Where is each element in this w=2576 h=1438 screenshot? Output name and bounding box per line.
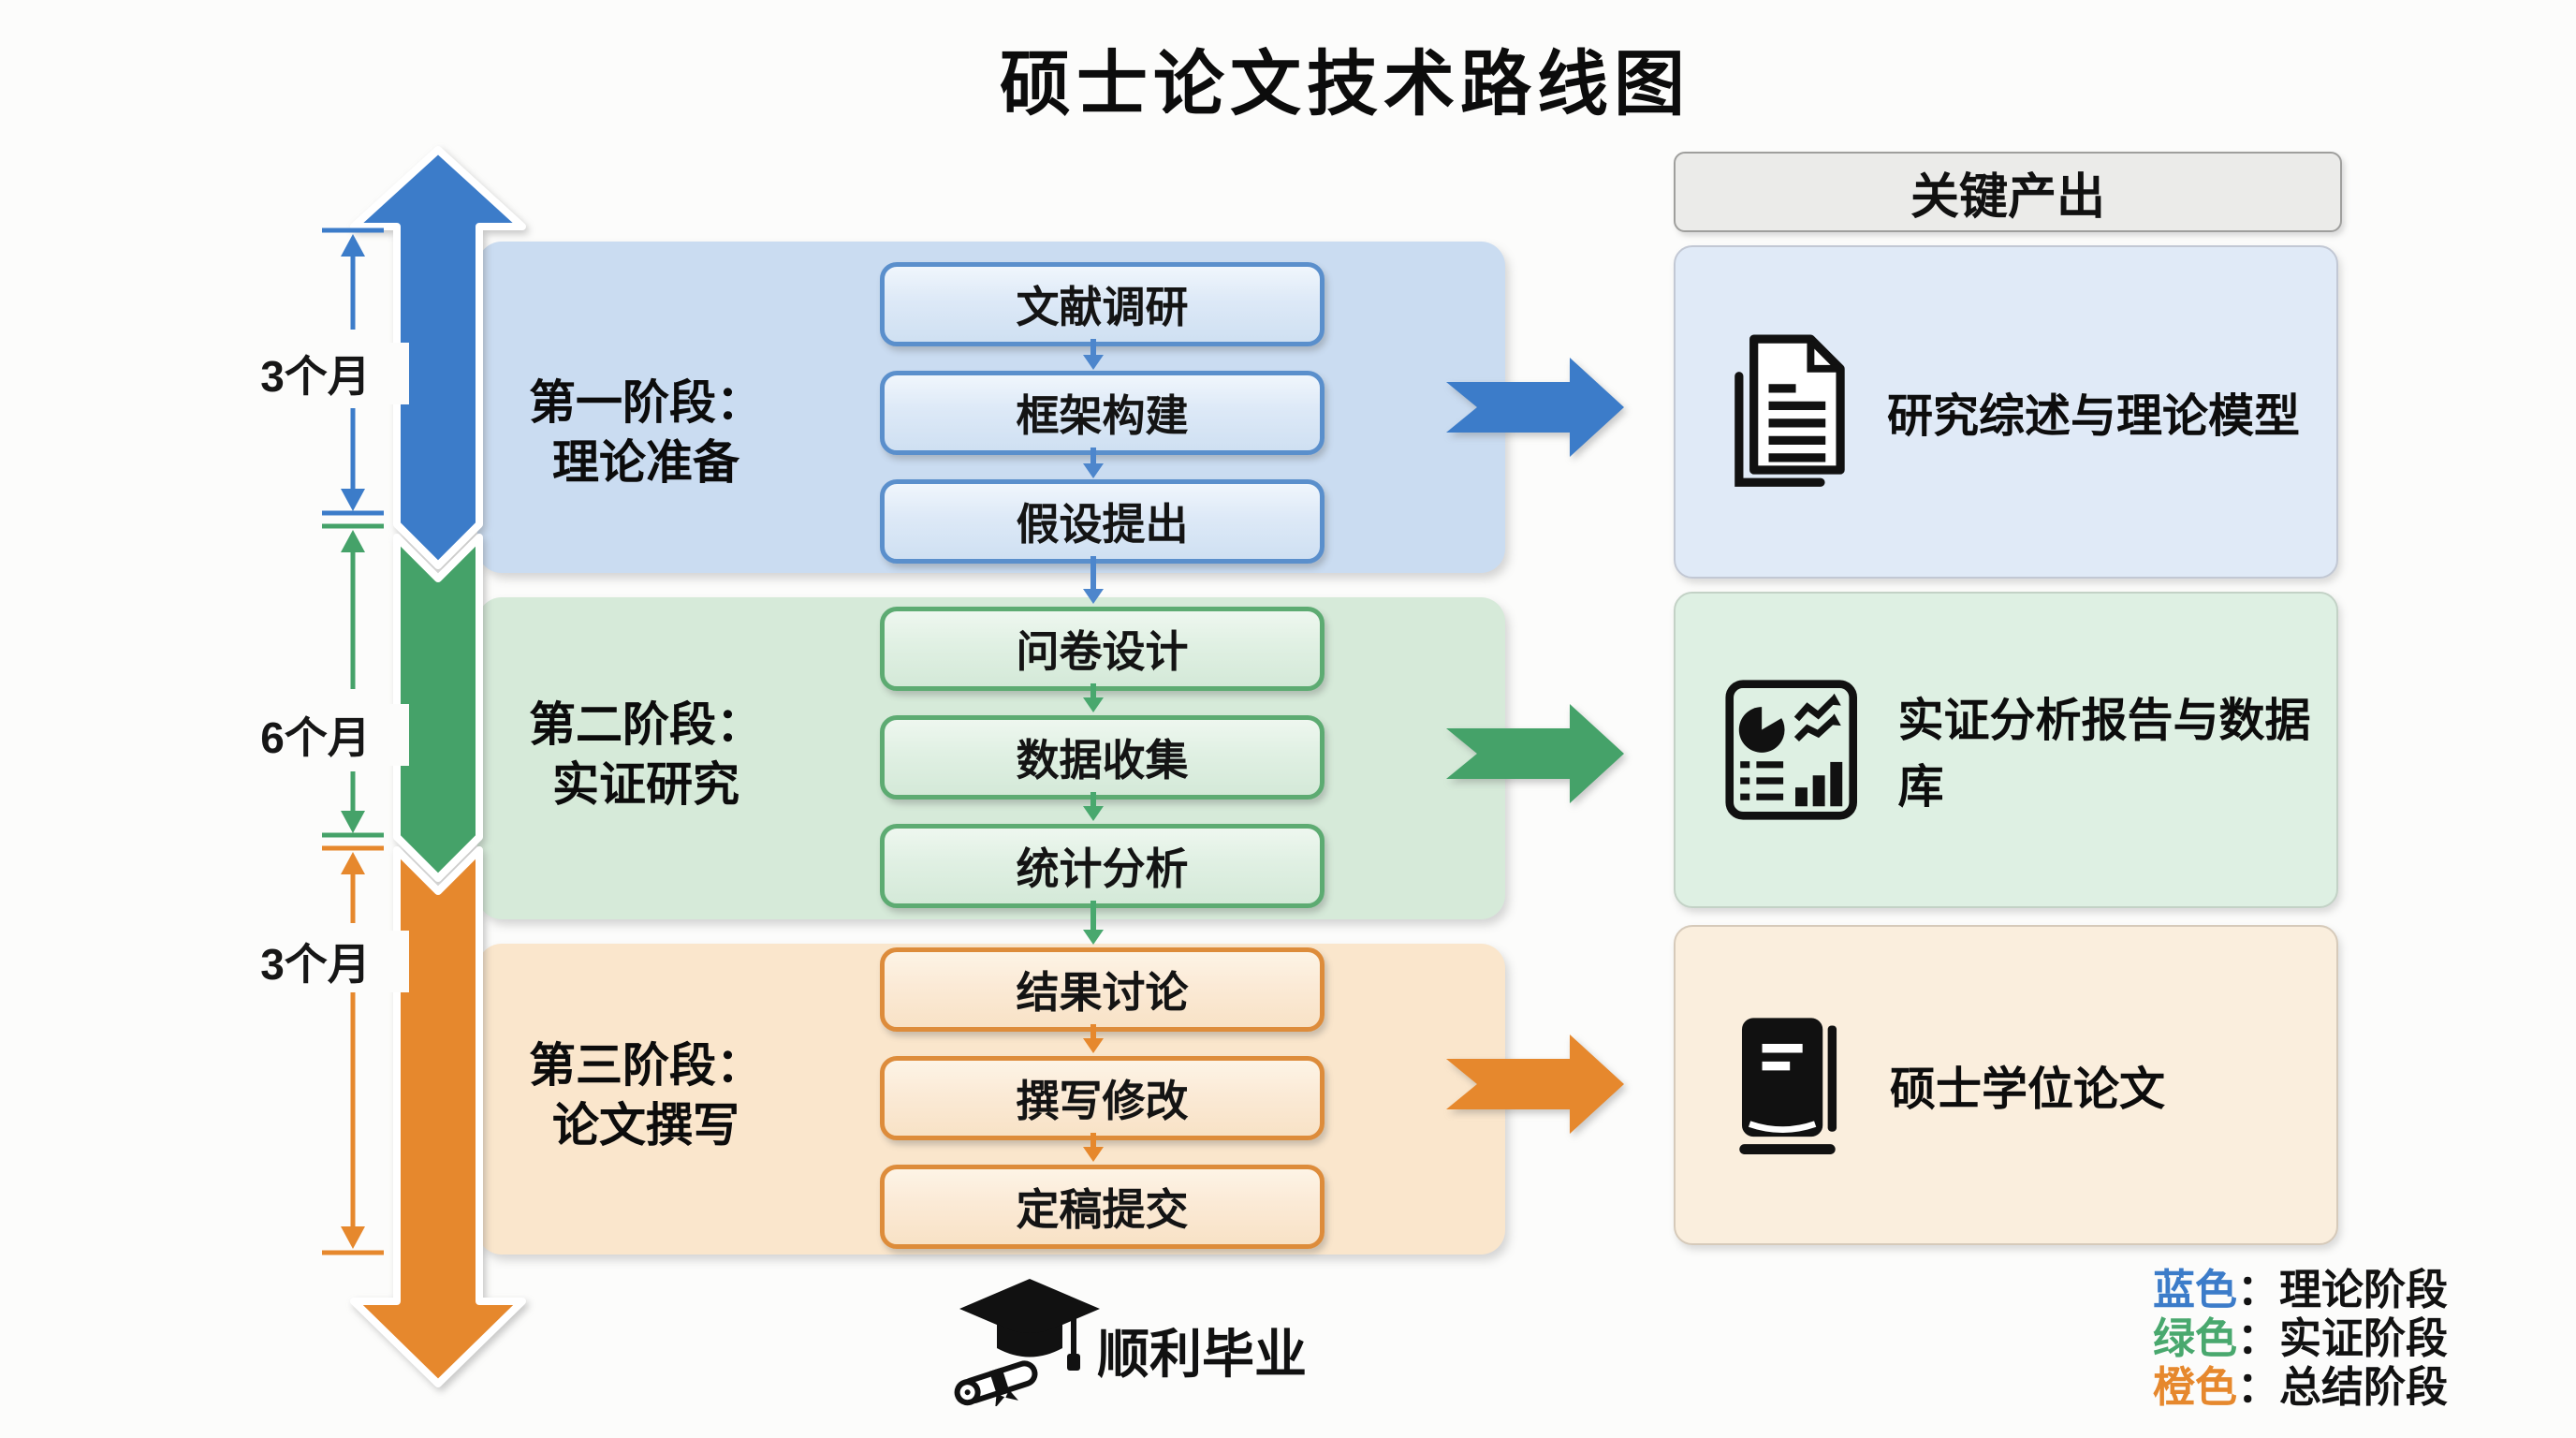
flow-arrow-down-icon (1083, 1024, 1104, 1053)
step-pill: 数据收集 (880, 715, 1325, 800)
output-card-theory: 研究综述与理论模型 (1674, 245, 2338, 579)
step-pill: 问卷设计 (880, 607, 1325, 691)
step-pill: 文献调研 (880, 262, 1325, 346)
flow-arrow-down-icon (1083, 792, 1104, 821)
phase-title-1: 第一阶段： 理论准备 (487, 373, 805, 492)
legend-desc: 实证阶段 (2279, 1314, 2449, 1362)
analytics-report-icon (1725, 680, 1858, 820)
outputs-header: 关键产出 (1674, 152, 2342, 232)
flow-arrow-down-icon (1083, 339, 1104, 370)
phase-title-1-line2: 理论准备 (552, 436, 739, 489)
legend-term: 绿色 (2153, 1314, 2238, 1362)
legend-term: 橙色 (2153, 1363, 2238, 1411)
legend-row-orange: 橙色：总结阶段 (2153, 1363, 2448, 1412)
phase-title-2-line2: 实证研究 (552, 758, 739, 811)
document-icon (1734, 334, 1845, 487)
legend-row-blue: 蓝色：理论阶段 (2153, 1266, 2448, 1314)
duration-label: 3个月 (222, 343, 409, 404)
flow-arrow-down-icon (1083, 1133, 1104, 1162)
phase-title-3-line2: 论文撰写 (552, 1099, 739, 1152)
flow-arrow-down-icon (1083, 901, 1104, 945)
page-title: 硕士论文技术路线图 (1000, 45, 1690, 125)
step-pill: 撰写修改 (880, 1056, 1325, 1140)
output-card-empirical: 实证分析报告与数据库 (1674, 592, 2338, 908)
footer-label: 顺利毕业 (1097, 1325, 1307, 1384)
color-legend: 蓝色：理论阶段 绿色：实证阶段 橙色：总结阶段 (2153, 1266, 2448, 1412)
flow-arrow-down-icon (1083, 556, 1104, 604)
step-pill: 统计分析 (880, 824, 1325, 908)
output-label: 硕士学位论文 (1890, 1064, 2166, 1115)
phase-title-1-line1: 第一阶段： (529, 376, 763, 429)
step-pill: 框架构建 (880, 371, 1325, 455)
duration-bracket-orange (322, 845, 384, 1255)
legend-desc: 理论阶段 (2279, 1266, 2449, 1313)
legend-separator: ： (2237, 1266, 2280, 1313)
flow-arrow-down-icon (1083, 683, 1104, 712)
timeline-arrow-green-segment (393, 534, 483, 882)
legend-term: 蓝色 (2153, 1266, 2238, 1313)
output-card-thesis: 硕士学位论文 (1674, 925, 2338, 1245)
duration-label: 6个月 (222, 704, 409, 766)
duration-label: 3个月 (222, 931, 409, 992)
legend-desc: 总结阶段 (2279, 1363, 2449, 1411)
phase-title-2: 第二阶段： 实证研究 (487, 695, 805, 814)
flow-arrow-down-icon (1083, 448, 1104, 478)
legend-row-green: 绿色：实证阶段 (2153, 1314, 2448, 1363)
output-label: 实证分析报告与数据库 (1897, 696, 2311, 813)
legend-separator: ： (2237, 1314, 2280, 1362)
book-icon (1739, 1017, 1837, 1154)
step-pill: 定稿提交 (880, 1165, 1325, 1249)
duration-bracket-green (322, 523, 384, 838)
step-pill: 假设提出 (880, 479, 1325, 564)
legend-separator: ： (2237, 1363, 2280, 1411)
output-label: 研究综述与理论模型 (1887, 390, 2301, 442)
phase-title-2-line1: 第二阶段： (529, 698, 763, 751)
graduation-cap-icon (941, 1275, 1109, 1411)
phase-title-3-line1: 第三阶段： (529, 1039, 763, 1092)
step-pill: 结果讨论 (880, 947, 1325, 1032)
phase-title-3: 第三阶段： 论文撰写 (487, 1035, 805, 1155)
